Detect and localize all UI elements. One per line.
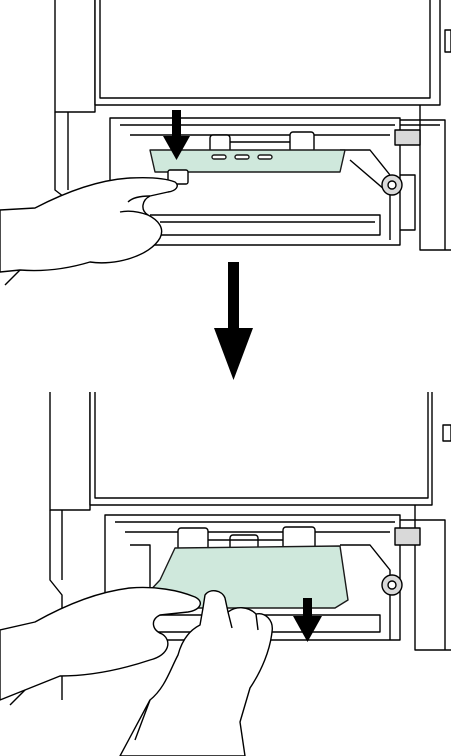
top-panel [0,0,451,285]
guide-slots [212,155,272,159]
bottom-panel [0,392,451,756]
hand-top [0,178,177,285]
transition-arrow-icon [214,262,253,380]
